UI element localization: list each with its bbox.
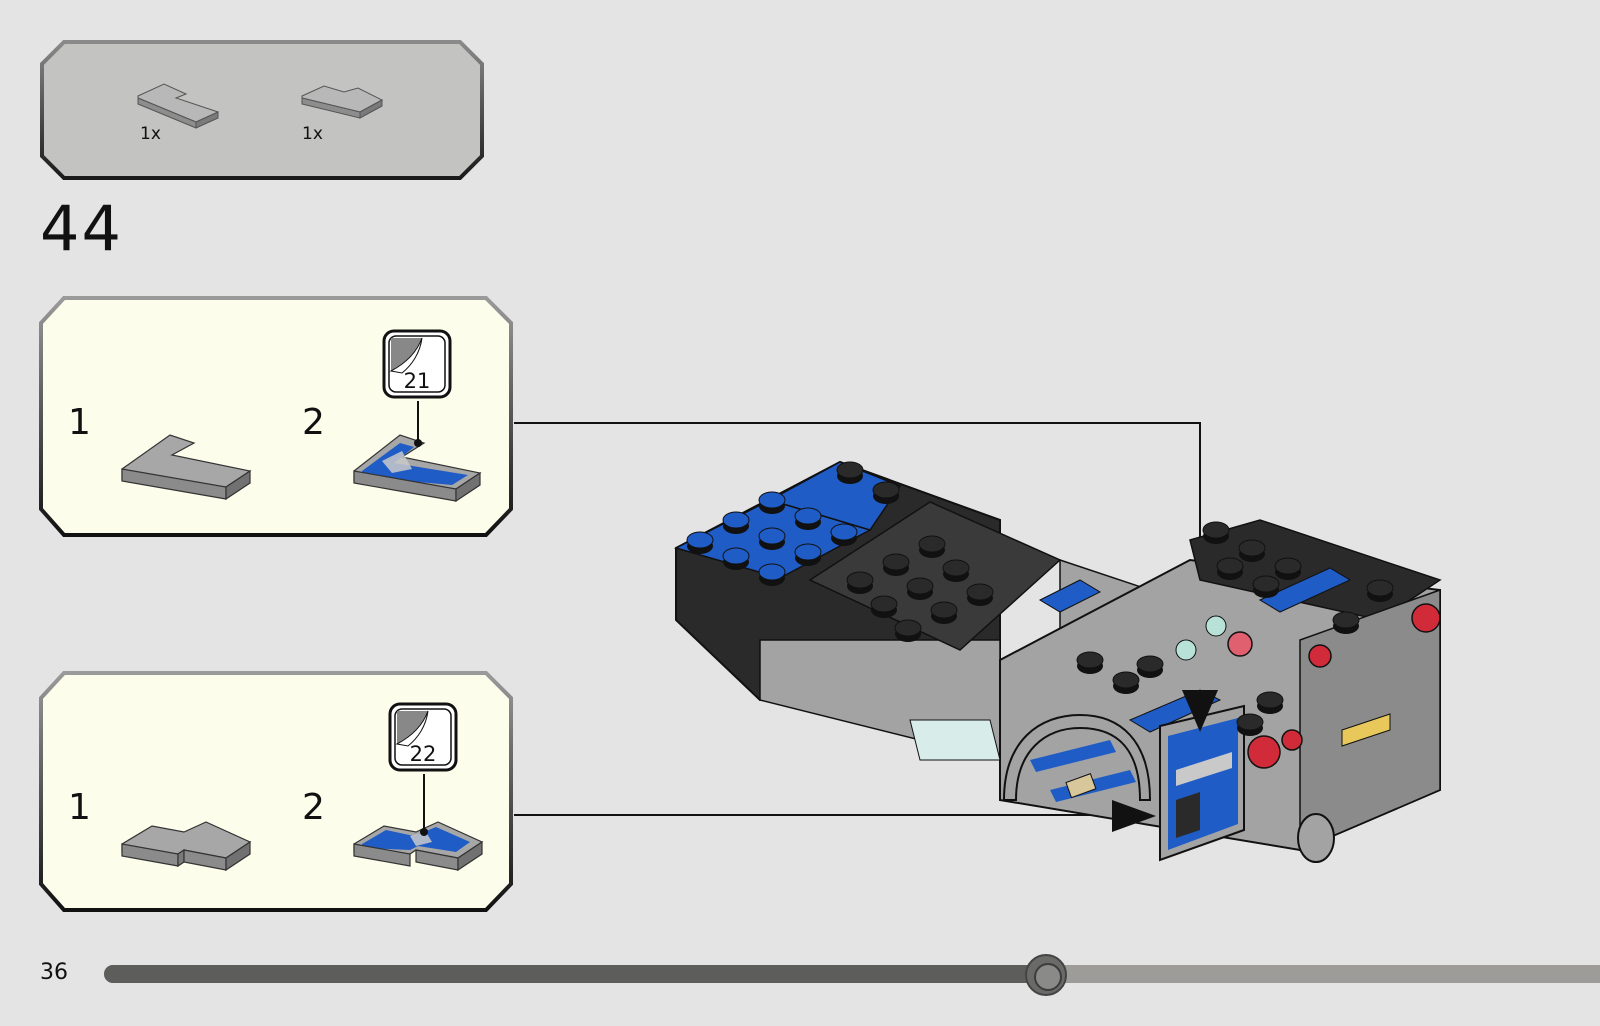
stud [687,532,713,548]
stud [795,544,821,560]
stud [759,564,785,580]
stud [837,462,863,478]
progress-track [104,965,1600,983]
stud [1137,656,1163,672]
stud [795,508,821,524]
stud [931,602,957,618]
page-number: 36 [40,960,68,985]
stud [1333,612,1359,628]
stud [907,578,933,594]
car-model-icon [676,462,1440,862]
stud [873,482,899,498]
stud [1257,692,1283,708]
stud [759,528,785,544]
stud [1203,522,1229,538]
stud [723,512,749,528]
stud [723,548,749,564]
stud [759,492,785,508]
stud [1113,672,1139,688]
stud [1239,540,1265,556]
stud [847,572,873,588]
stud [1077,652,1103,668]
stud [1275,558,1301,574]
stud [1217,558,1243,574]
stud [883,554,909,570]
progress-fill [104,965,1046,983]
stud [943,560,969,576]
stud [967,584,993,600]
stud [1367,580,1393,596]
stud [895,620,921,636]
stud [919,536,945,552]
stud [831,524,857,540]
stud [1237,714,1263,730]
stud [871,596,897,612]
stud [1253,576,1279,592]
